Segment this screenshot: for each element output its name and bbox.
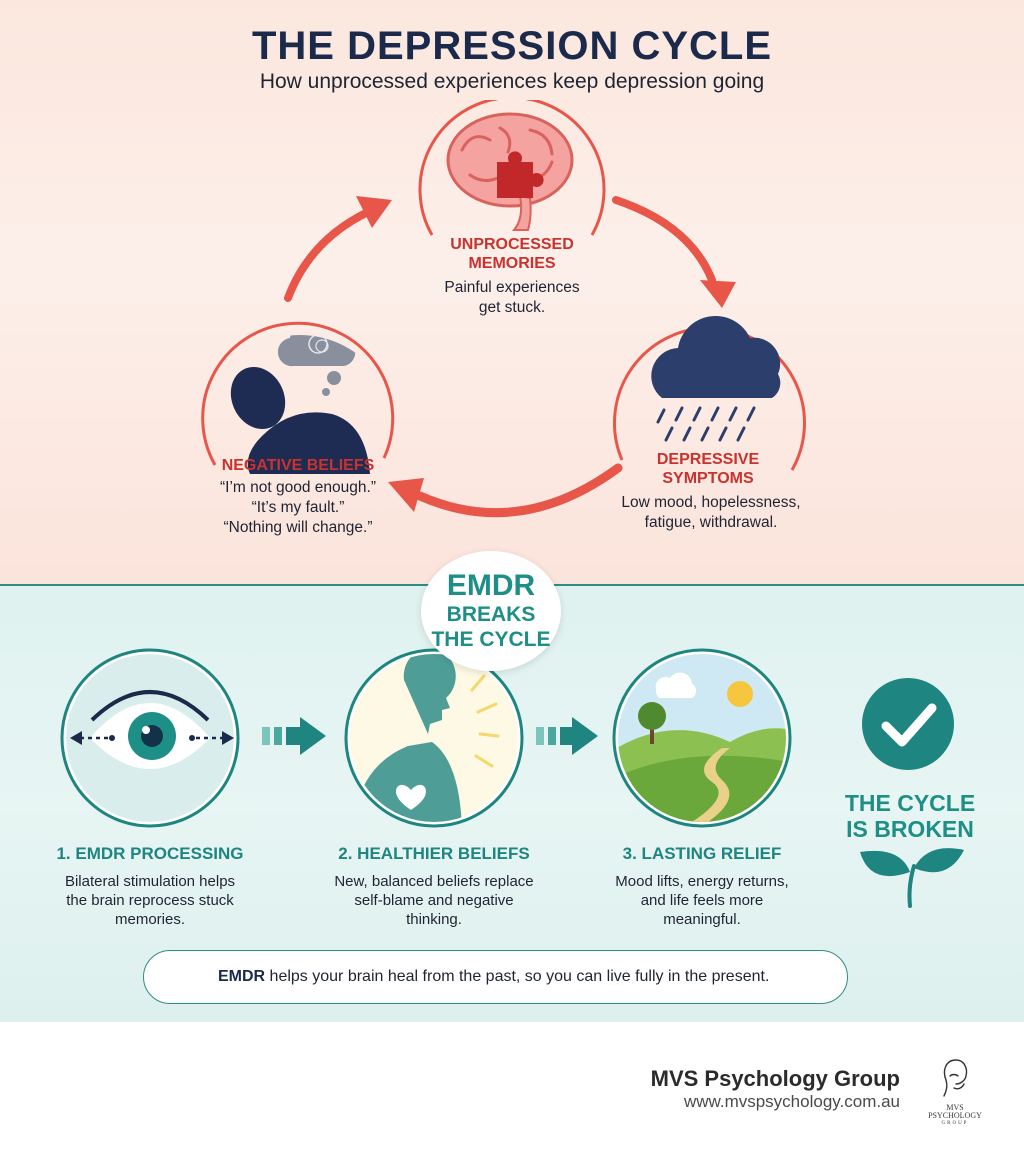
mvs-logo-icon — [943, 1059, 968, 1097]
cycle-broken-line1: THE CYCLE — [844, 790, 976, 816]
right-node-desc-line1: Low mood, hopelessness, — [621, 494, 801, 511]
left-node-desc-line3: “Nothing will change.” — [223, 519, 373, 536]
top-node-desc-line1: Painful experiences — [444, 279, 580, 296]
tagline-bold: EMDR — [218, 968, 266, 985]
step-2: 2. HEALTHIER BELIEFS New, balanced belie… — [314, 844, 554, 929]
cycle-broken-text: THE CYCLE IS BROKEN — [820, 790, 1000, 842]
step-1-desc-line2: the brain reprocess stuck — [66, 892, 234, 909]
right-node-title-line1: DEPRESSIVE — [656, 451, 760, 468]
cycle-broken-line2: IS BROKEN — [846, 816, 974, 842]
emdr-badge-line1: EMDR — [446, 569, 536, 602]
arrowhead-right-to-left — [388, 478, 424, 512]
left-node-desc: “I’m not good enough.” “It’s my fault.” … — [188, 478, 408, 538]
step-3-desc: Mood lifts, energy returns, and life fee… — [592, 872, 812, 929]
step-3-title: 3. LASTING RELIEF — [622, 844, 782, 863]
tagline-banner: EMDR helps your brain heal from the past… — [143, 950, 848, 1004]
top-node-ring — [418, 100, 606, 236]
step-1-desc-line1: Bilateral stimulation helps — [64, 873, 236, 890]
step-2-desc-line3: thinking. — [406, 911, 462, 928]
emdr-badge-line3: THE CYCLE — [431, 628, 551, 651]
logo-text: MVS PSYCHOLOGY GROUP — [925, 1104, 985, 1128]
step-3-desc-line2: and life feels more — [640, 892, 764, 909]
step-2-desc-line1: New, balanced beliefs replace — [334, 873, 534, 890]
right-node-title: DEPRESSIVE SYMPTOMS — [608, 450, 808, 488]
tagline-rest: helps your brain heal from the past, so … — [265, 968, 770, 985]
brand-url: www.mvspsychology.com.au — [683, 1092, 900, 1111]
page-title: THE DEPRESSION CYCLE — [251, 24, 773, 68]
right-node-title-line2: SYMPTOMS — [662, 470, 754, 487]
arrowhead-left-to-top — [356, 196, 392, 228]
sad-person-icon — [230, 335, 370, 474]
cycle-arrow-top-to-right — [612, 196, 716, 284]
leaf-icon — [860, 848, 964, 908]
top-node-title-line2: MEMORIES — [468, 255, 556, 272]
step-1: 1. EMDR PROCESSING Bilateral stimulation… — [40, 844, 260, 929]
left-node-title: NEGATIVE BELIEFS — [198, 456, 398, 475]
emdr-steps-graphic — [60, 648, 964, 908]
step-1-desc: Bilateral stimulation helps the brain re… — [40, 872, 260, 929]
logo-text-line1: MVS — [946, 1103, 964, 1112]
logo-text-line3: GROUP — [941, 1121, 969, 1126]
emdr-badge: EMDR BREAKS THE CYCLE — [421, 551, 561, 671]
step-arrow-1 — [262, 717, 326, 755]
step-1-desc-line3: memories. — [114, 911, 185, 928]
cycle-diagram — [201, 100, 806, 518]
page-subtitle: How unprocessed experiences keep depress… — [259, 70, 765, 93]
step-2-desc-line2: self-blame and negative — [354, 892, 514, 909]
footer — [0, 1022, 1024, 1154]
top-node-title-line1: UNPROCESSED — [450, 236, 574, 253]
top-node-desc: Painful experiences get stuck. — [400, 278, 624, 318]
person-heart-icon — [350, 654, 518, 822]
top-node-title: UNPROCESSED MEMORIES — [412, 235, 612, 273]
right-node-desc-line2: fatigue, withdrawal. — [644, 514, 778, 531]
step-3: 3. LASTING RELIEF Mood lifts, energy ret… — [592, 844, 812, 929]
arrowhead-top-to-right — [700, 280, 736, 308]
brand-name: MVS Psychology Group — [650, 1066, 900, 1091]
top-node-desc-line2: get stuck. — [478, 299, 546, 316]
depression-cycle-section — [0, 0, 1024, 584]
left-node-desc-line2: “It’s my fault.” — [251, 499, 345, 516]
step-3-desc-line1: Mood lifts, energy returns, — [615, 873, 789, 890]
step-2-title: 2. HEALTHIER BELIEFS — [338, 844, 530, 863]
eye-icon — [66, 654, 234, 822]
rain-cloud-icon — [651, 315, 781, 442]
left-node-title-line1: NEGATIVE BELIEFS — [221, 457, 375, 474]
tagline-text: EMDR helps your brain heal from the past… — [218, 968, 769, 986]
cycle-arrow-left-to-top — [284, 208, 372, 302]
logo-text-line2: PSYCHOLOGY — [928, 1111, 982, 1120]
brain-puzzle-icon — [446, 112, 574, 231]
left-node-desc-line1: “I’m not good enough.” — [220, 479, 376, 496]
step-3-desc-line3: meaningful. — [663, 911, 741, 928]
cycle-arrow-right-to-left — [415, 463, 623, 518]
step-2-desc: New, balanced beliefs replace self-blame… — [314, 872, 554, 929]
step-arrow-2 — [536, 717, 598, 755]
checkmark-icon — [862, 678, 954, 770]
emdr-badge-line2: BREAKS — [446, 603, 536, 626]
left-node-ring — [201, 321, 395, 466]
right-node-desc: Low mood, hopelessness, fatigue, withdra… — [598, 493, 824, 533]
step-1-title: 1. EMDR PROCESSING — [56, 844, 244, 863]
